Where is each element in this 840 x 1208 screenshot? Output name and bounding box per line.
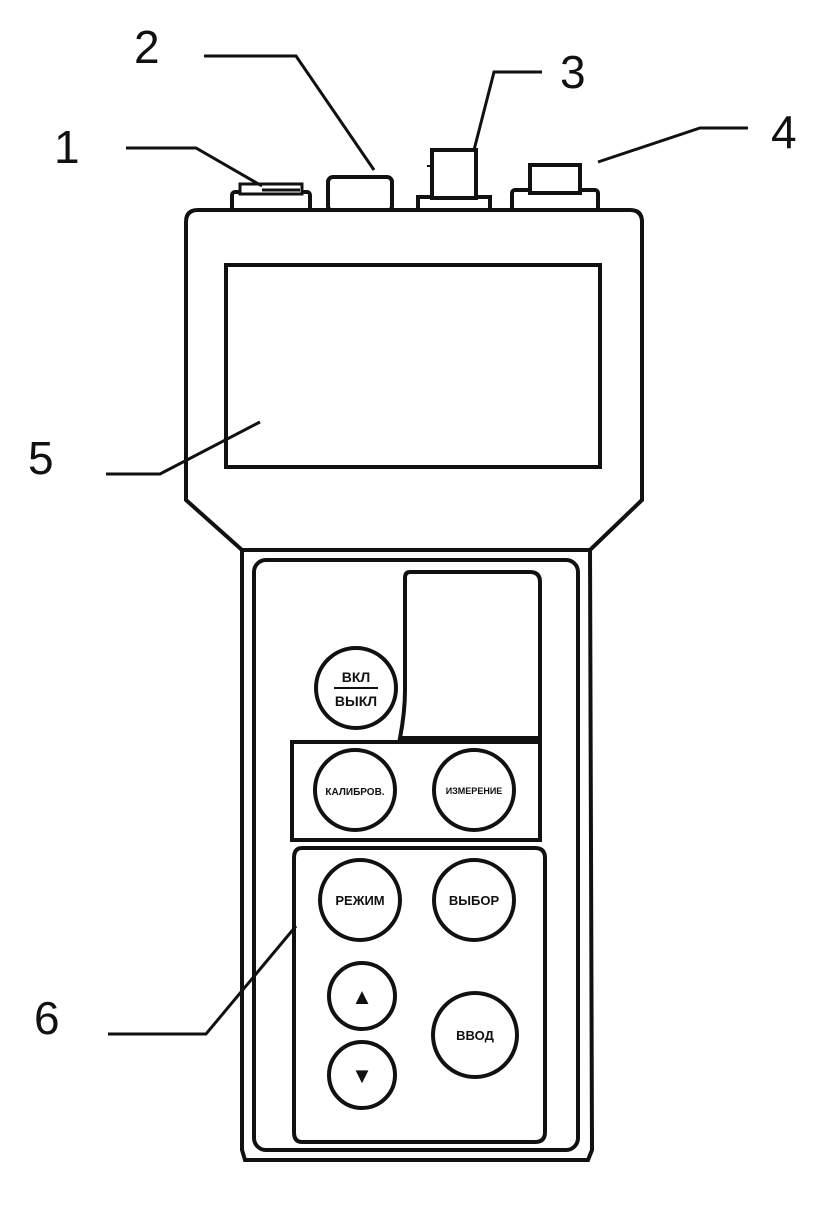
leader-line-3	[472, 70, 542, 151]
down-button[interactable]: ▼	[327, 1040, 397, 1110]
calibrate-button[interactable]: КАЛИБРОВ.	[313, 748, 397, 832]
select-button-label: ВЫБОР	[449, 893, 500, 908]
callout-1: 1	[54, 121, 80, 173]
mode-button-label: РЕЖИМ	[335, 893, 384, 908]
keypad-panel-middle	[290, 740, 542, 842]
leader-line-2	[204, 54, 376, 171]
display-screen	[224, 263, 602, 469]
leader-line-5	[106, 420, 261, 476]
keypad-panel-bottom	[292, 846, 547, 1144]
mode-button[interactable]: РЕЖИМ	[318, 858, 402, 942]
connector-4	[510, 163, 600, 214]
up-arrow-icon: ▲	[351, 984, 373, 1009]
leader-line-1	[126, 146, 263, 188]
callout-4: 4	[771, 106, 797, 158]
callout-5: 5	[28, 432, 54, 484]
enter-button-label: ВВОД	[456, 1028, 494, 1043]
calibrate-button-label: КАЛИБРОВ.	[325, 787, 384, 798]
power-button-label-bottom: ВЫКЛ	[335, 693, 377, 709]
connector-2	[326, 175, 394, 213]
leader-line-6	[108, 925, 298, 1036]
power-button[interactable]: ВКЛ ВЫКЛ	[314, 646, 398, 730]
down-arrow-icon: ▼	[351, 1063, 373, 1088]
up-button[interactable]: ▲	[327, 961, 397, 1031]
connector-3	[416, 148, 492, 213]
enter-button[interactable]: ВВОД	[431, 991, 519, 1079]
measure-button[interactable]: ИЗМЕРЕНИЕ	[432, 748, 516, 832]
measure-button-label: ИЗМЕРЕНИЕ	[446, 786, 503, 796]
leader-line-4	[597, 126, 748, 164]
callout-3: 3	[560, 46, 586, 98]
power-button-label-top: ВКЛ	[342, 669, 370, 685]
keypad-panel-top	[397, 570, 542, 740]
leader-lines	[106, 54, 748, 1036]
select-button[interactable]: ВЫБОР	[432, 858, 516, 942]
connector-1	[230, 182, 312, 214]
callout-2: 2	[134, 21, 160, 73]
callout-6: 6	[34, 992, 60, 1044]
